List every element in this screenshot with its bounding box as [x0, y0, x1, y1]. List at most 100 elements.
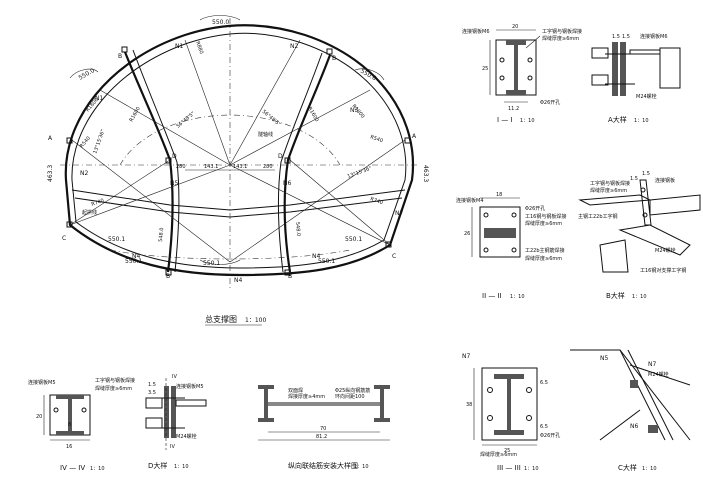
callout: 连接钢板M5 — [28, 379, 56, 386]
arc-length: 550.1 — [108, 236, 125, 243]
main-drawing-title: 总支撑图 — [205, 314, 237, 324]
joint-mark — [66, 221, 73, 228]
bolt-hole — [499, 75, 505, 81]
i-beam-flange — [258, 385, 274, 389]
beam — [618, 224, 691, 256]
i-beam-flange — [374, 385, 390, 389]
member-label: N1 — [175, 43, 183, 50]
callout: 焊缝厚度≥6mm — [590, 187, 627, 194]
member-label: N2 — [290, 43, 298, 50]
dim-value: 16 — [66, 444, 72, 450]
bolt — [642, 212, 648, 218]
bolt-hole — [483, 247, 489, 253]
callout: 连接钢板 — [655, 177, 675, 184]
arc-length: 550.1 — [345, 236, 362, 243]
beam-section — [659, 47, 681, 89]
connection-plate — [630, 380, 638, 388]
leader — [525, 35, 541, 49]
member-label: N4 — [132, 253, 140, 260]
point-label: D — [172, 153, 177, 160]
callout: 焊缝厚度≥6mm — [480, 451, 517, 458]
brace-line — [229, 139, 406, 263]
callout: 连接钢板M4 — [456, 197, 484, 204]
joint-mark — [404, 137, 411, 144]
connection-plate — [639, 179, 652, 226]
invert-arc — [109, 249, 351, 260]
bolt-hole — [81, 407, 87, 413]
angle-label: 13°15'36" — [92, 129, 106, 155]
radius-line — [184, 39, 231, 166]
bolt-hole — [511, 212, 517, 218]
dim-value: 81.2 — [316, 434, 327, 440]
radius-label: R540 — [79, 135, 92, 149]
joint-mark — [165, 269, 172, 276]
callout: 工字钢与钢板焊接 — [590, 180, 630, 187]
steel-plate — [481, 367, 538, 441]
i-beam-web — [507, 379, 511, 430]
bolt-hole — [487, 415, 493, 421]
callout: M24螺栓 — [655, 247, 676, 254]
bolt-hole — [526, 415, 532, 421]
brace-line — [289, 159, 391, 246]
member-label: N2 — [80, 170, 88, 177]
dim-value: 25 — [504, 448, 510, 454]
callout: 焊缝厚度≥6mm — [542, 35, 579, 42]
i-beam-web — [68, 399, 72, 431]
beam — [649, 194, 701, 216]
section-title: I — I — [497, 116, 513, 124]
callout: Φ25纵向钢筋筋 — [335, 387, 370, 394]
dim-value: 1.5 — [148, 382, 156, 388]
i-beam-flange — [258, 418, 274, 422]
bolt-hole — [527, 57, 533, 63]
member-label: N5 — [170, 180, 178, 187]
i-beam-flange-top — [494, 374, 524, 379]
bolt — [640, 187, 646, 193]
callout: 连接钢板M5 — [176, 383, 204, 390]
connection-plate — [648, 425, 658, 433]
detail-scale: 1：10 — [174, 464, 189, 470]
joint-mark — [165, 157, 172, 164]
callout: 工16钢对支撑工字钢 — [640, 267, 686, 274]
bolt-hole — [483, 212, 489, 218]
callout: 工字钢与钢板焊接 — [542, 28, 582, 35]
dim-value: 3.5 — [148, 390, 156, 396]
dim-value: 6.5 — [540, 380, 548, 386]
connection-plate — [612, 42, 618, 96]
arc-length: 550.1 — [125, 258, 142, 265]
angle-label: 56°48'5" — [175, 111, 196, 130]
bolt-hole — [487, 387, 493, 393]
brace-line — [69, 159, 171, 226]
joint-mark — [284, 157, 291, 164]
connection-plate — [164, 386, 169, 438]
brace-line — [71, 139, 231, 263]
brace-line — [229, 164, 391, 246]
connection-plate — [171, 386, 176, 438]
section-1-1: 20 25 11.2 连接钢板M6 工字钢与钢板焊接 焊缝厚度≥6mm Φ26开… — [462, 24, 582, 124]
radius-label: R880 — [194, 41, 204, 55]
brace-line — [69, 164, 231, 226]
side-height: 463.3 — [422, 165, 429, 182]
beam-stub — [629, 49, 661, 55]
detail-c: N7 M24螺栓 N5 N6 C大样 1：10 — [570, 349, 691, 472]
i-beam-flange-bottom — [494, 430, 524, 435]
bolt-hole — [526, 387, 532, 393]
dim-value: 1.5 — [612, 34, 620, 40]
detail-title: D大样 — [148, 461, 167, 470]
label-bubble — [354, 68, 385, 81]
arc-length: 550.0 — [212, 19, 229, 26]
i-beam-section — [484, 228, 516, 238]
i-beam-flange-bottom — [506, 90, 526, 95]
member-label: N4 — [312, 253, 320, 260]
point-label: D — [278, 153, 283, 160]
member-label: N5 — [600, 355, 608, 362]
callout: M24螺栓 — [636, 93, 657, 100]
callout: 双面焊 — [288, 387, 303, 394]
radius-label: R540 — [369, 134, 383, 144]
detail-title: C大样 — [618, 463, 637, 472]
dim-value: 6.5 — [540, 424, 548, 430]
dim-value: 8 — [68, 422, 71, 428]
steel-plate — [479, 206, 521, 258]
radius-label: R740 — [369, 196, 383, 206]
bolt-hole — [53, 407, 59, 413]
